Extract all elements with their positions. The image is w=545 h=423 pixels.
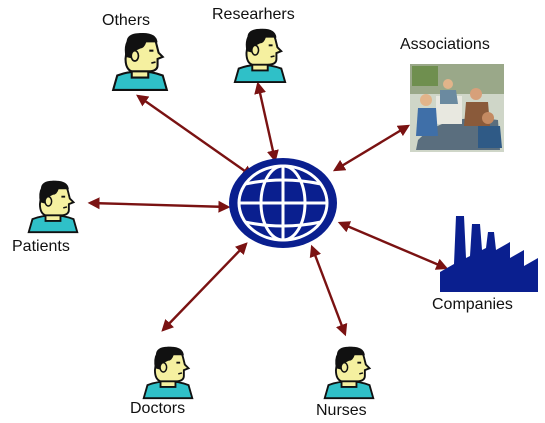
edges-group (87, 81, 449, 337)
meeting-photo-icon (410, 64, 504, 152)
doctors-person-icon (142, 345, 194, 400)
node-label-others: Others (102, 12, 151, 29)
edge-companies (337, 221, 449, 270)
nurses-person-icon (323, 345, 375, 400)
others-person-icon (112, 31, 168, 92)
node-label-researchers: Researhers (212, 6, 295, 23)
node-label-patients: Patients (12, 238, 70, 255)
node-label-nurses: Nurses (316, 402, 367, 419)
researchers-person-icon (233, 27, 287, 84)
edge-researchers (254, 81, 279, 163)
edge-patients (87, 197, 231, 213)
edge-nurses (309, 244, 348, 337)
node-label-doctors: Doctors (130, 400, 186, 417)
edge-associations (332, 124, 411, 172)
edge-doctors (161, 242, 248, 332)
globe-icon (229, 158, 337, 248)
patients-person-icon (27, 179, 79, 234)
factory-icon (440, 216, 538, 292)
node-label-companies: Companies (432, 296, 513, 313)
edge-others (136, 94, 254, 178)
node-label-associations: Associations (400, 36, 490, 53)
